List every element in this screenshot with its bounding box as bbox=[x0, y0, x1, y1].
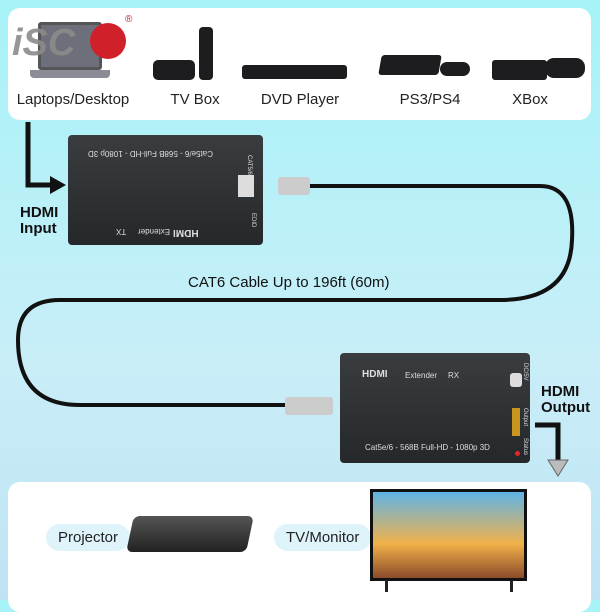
tx-type-text: TX bbox=[116, 227, 127, 236]
tx-spec-text: Cat5e/6 - 568B Full-HD - 1080p 3D bbox=[88, 149, 213, 158]
tx-rj45-port[interactable] bbox=[238, 175, 254, 197]
rx-extender: HDMI Extender RX Cat5e/6 - 568B Full-HD … bbox=[340, 353, 530, 463]
rx-spec-text: Cat5e/6 - 568B Full-HD - 1080p 3D bbox=[365, 443, 490, 452]
projector-icon bbox=[126, 516, 254, 552]
registered-mark: ® bbox=[125, 14, 133, 25]
source-label-dvd: DVD Player bbox=[260, 91, 340, 108]
tv-icon bbox=[370, 489, 527, 581]
rx-status-label: Status bbox=[522, 438, 528, 456]
rj45-plug-tx bbox=[278, 177, 310, 195]
rx-hdmi-logo: HDMI bbox=[362, 369, 388, 380]
source-label-tv-box: TV Box bbox=[170, 91, 220, 108]
hdmi-input-label: HDMI Input bbox=[20, 204, 59, 237]
tv-stand-left bbox=[385, 580, 388, 592]
xbox-icon bbox=[492, 60, 547, 80]
tv-monitor-label: TV/Monitor bbox=[274, 524, 372, 551]
tx-hdmi-logo: HDMI bbox=[173, 227, 199, 238]
rx-status-led bbox=[515, 451, 520, 456]
rx-output-label: Output bbox=[522, 408, 528, 427]
output-arrow-head bbox=[547, 459, 569, 477]
brand-logo: iSC bbox=[12, 22, 76, 64]
source-label-ps: PS3/PS4 bbox=[399, 91, 461, 108]
source-label-xbox: XBox bbox=[512, 91, 548, 108]
gamepad-icon bbox=[440, 62, 470, 76]
input-arrow bbox=[25, 122, 52, 188]
projector-label: Projector bbox=[46, 524, 131, 551]
tv-box-icon bbox=[153, 60, 195, 80]
remote-icon bbox=[199, 27, 213, 80]
rx-extender-text: Extender bbox=[405, 371, 438, 380]
output-arrow bbox=[535, 422, 561, 460]
tx-extender: Cat5e/6 - 568B Full-HD - 1080p 3D HDMI E… bbox=[68, 135, 263, 245]
dvd-player-icon bbox=[242, 65, 347, 79]
tx-port-label: CAT5/6 bbox=[246, 155, 252, 175]
cable-length-label: CAT6 Cable Up to 196ft (60m) bbox=[188, 274, 390, 291]
input-arrow-head bbox=[50, 176, 66, 194]
tx-edid-label: EDID bbox=[250, 213, 256, 228]
brand-logo-flame-icon bbox=[90, 23, 126, 59]
rx-hdmi-port[interactable] bbox=[512, 408, 520, 436]
tv-stand-right bbox=[510, 580, 513, 592]
source-label-laptop: Laptops/Desktop bbox=[16, 91, 130, 108]
rx-type-text: RX bbox=[448, 371, 460, 380]
hdmi-output-label: HDMI Output bbox=[541, 383, 591, 416]
rx-dc-port[interactable] bbox=[510, 373, 522, 387]
tx-extender-text: Extender bbox=[138, 227, 171, 236]
rx-dc-label: DC/5V bbox=[522, 363, 528, 381]
rj45-plug-rx bbox=[285, 397, 333, 415]
cat6-cable bbox=[15, 184, 575, 407]
xbox-controller-icon bbox=[545, 58, 585, 78]
